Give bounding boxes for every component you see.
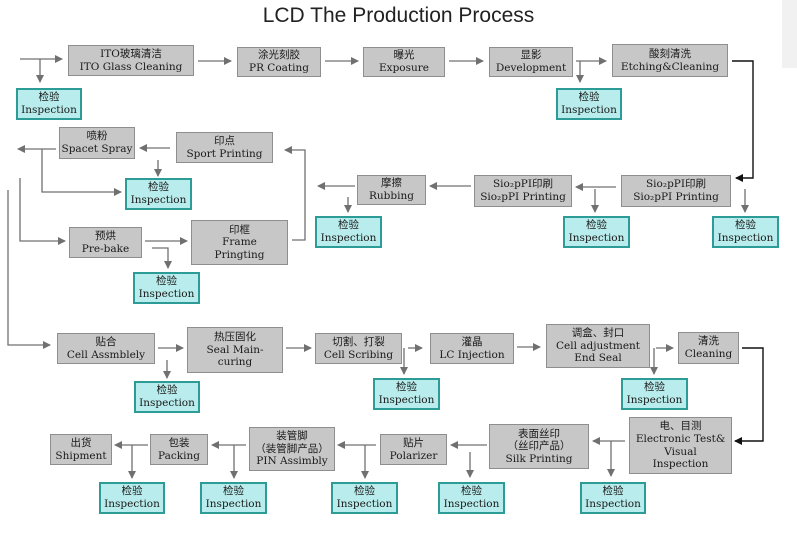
step-silk-printing: 表面丝印（丝印产品）Silk Printing — [489, 424, 589, 469]
arrow-left-insp — [41, 149, 122, 196]
step-pin-assembly: 装管脚（装管脚产品）PIN Assimbly — [249, 427, 335, 471]
arrow-left-assembly — [7, 190, 51, 349]
arrow-prebake-insp — [152, 247, 172, 269]
arrow-etch-sio — [732, 60, 754, 182]
diagram-title: LCD The Production Process — [262, 4, 535, 27]
arrow-clean-etest — [734, 347, 764, 445]
arrow-frame-sport — [284, 146, 306, 241]
arrow-left-prebake — [19, 178, 66, 245]
decorative-edge — [782, 0, 797, 68]
